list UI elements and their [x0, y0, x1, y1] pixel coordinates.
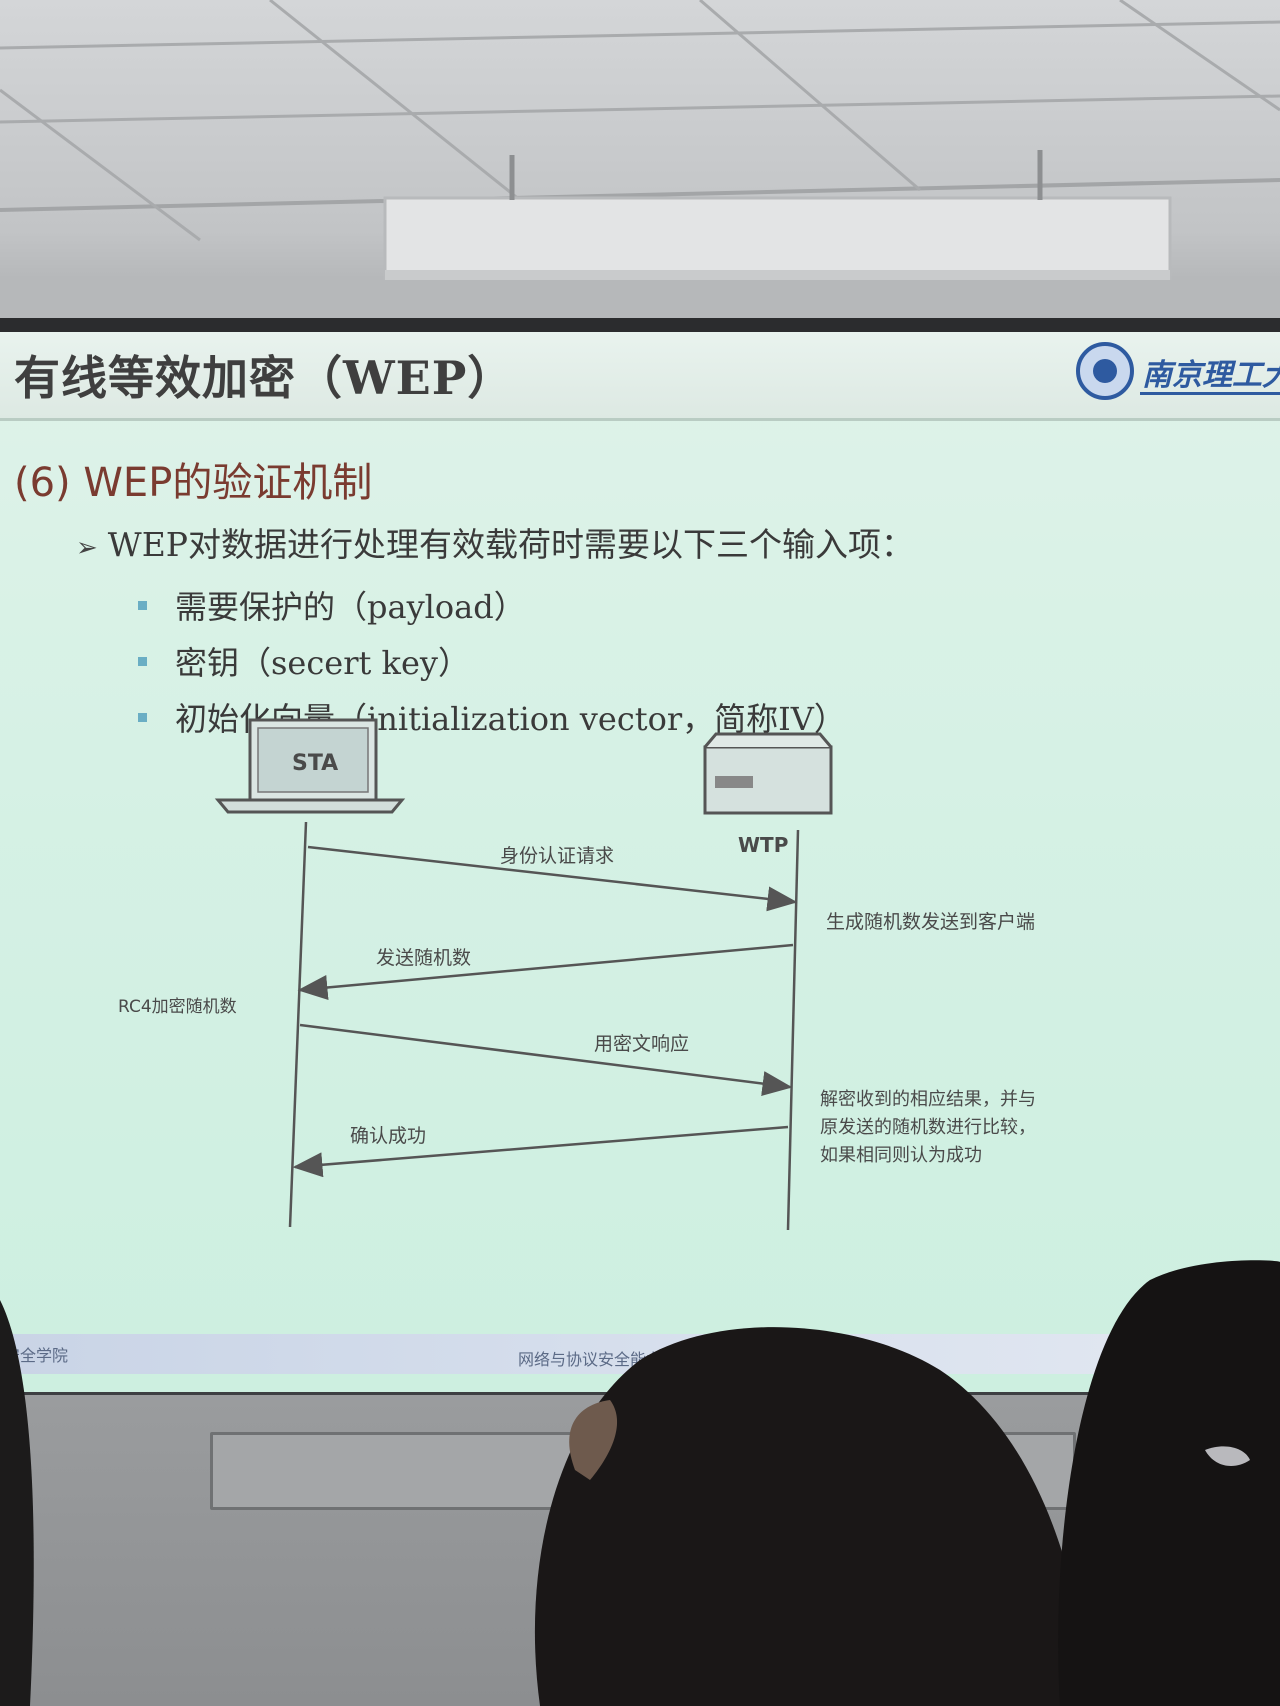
footer-left-text: 安全学院	[4, 1346, 69, 1365]
sub-item-text: 密钥（secert key）	[175, 644, 470, 682]
wtp-note: 如果相同则认为成功	[820, 1145, 982, 1166]
slide-header: 有线等效加密（WEP） 南京理工大	[0, 332, 1280, 421]
university-logo-text: 南京理工大	[1142, 358, 1280, 393]
university-logo: 南京理工大	[1076, 340, 1280, 404]
access-point-icon	[703, 732, 833, 815]
message-arrow	[297, 943, 794, 1000]
hair-tie	[1205, 1446, 1250, 1466]
projected-slide: 有线等效加密（WEP） 南京理工大 (6) WEP的验证机制 ➢ WEP对数据进行…	[0, 332, 1280, 1392]
audience-head	[534, 1327, 1090, 1706]
audience-head	[0, 1300, 34, 1706]
sta-label: STA	[292, 751, 338, 776]
message-arrow	[307, 845, 798, 912]
main-bullet: ➢ WEP对数据进行处理有效载荷时需要以下三个输入项：	[76, 518, 914, 566]
message-label: 用密文响应	[594, 1033, 689, 1055]
audience-head	[1058, 1260, 1280, 1706]
wtp-note: 原发送的随机数进行比较，	[820, 1117, 1036, 1138]
main-bullet-text: WEP对数据进行处理有效载荷时需要以下三个输入项：	[107, 525, 915, 564]
classroom-ceiling	[0, 0, 1280, 330]
sub-item-text: 需要保护的（payload）	[175, 588, 526, 626]
message-label: 确认成功	[350, 1125, 426, 1147]
square-bullet-icon	[138, 713, 147, 722]
message-arrow	[299, 1023, 793, 1096]
square-bullet-icon	[138, 657, 147, 666]
slide-footer: 安全学院 网络与协议安全能力	[0, 1334, 1280, 1374]
slide-title: 有线等效加密（WEP）	[14, 351, 515, 405]
wtp-label: WTP	[738, 833, 788, 857]
university-seal-icon	[1076, 342, 1134, 400]
message-label: 身份认证请求	[500, 845, 614, 867]
hair-clip	[569, 1400, 618, 1480]
square-bullet-icon	[138, 601, 147, 610]
footer-center-text: 网络与协议安全能力	[518, 1350, 663, 1369]
message-arrow	[292, 1125, 789, 1178]
sta-note: RC4加密随机数	[118, 997, 237, 1017]
logo-underline	[1140, 392, 1280, 395]
sequence-diagram: STA WTP 身份认证请求 发送随机数 用密文响应 确认成功 生成随机数发送到…	[118, 718, 1036, 1231]
message-label: 发送随机数	[376, 947, 471, 969]
ceiling-grid	[0, 0, 1280, 320]
laptop-icon	[214, 718, 406, 814]
sub-item: 需要保护的（payload）	[138, 582, 526, 628]
sub-item: 密钥（secert key）	[138, 638, 470, 684]
section-heading: (6) WEP的验证机制	[14, 460, 373, 506]
arrow-bullet-icon: ➢	[76, 533, 98, 563]
wtp-note: 解密收到的相应结果，并与	[820, 1089, 1036, 1110]
wtp-note: 生成随机数发送到客户端	[826, 911, 1035, 933]
